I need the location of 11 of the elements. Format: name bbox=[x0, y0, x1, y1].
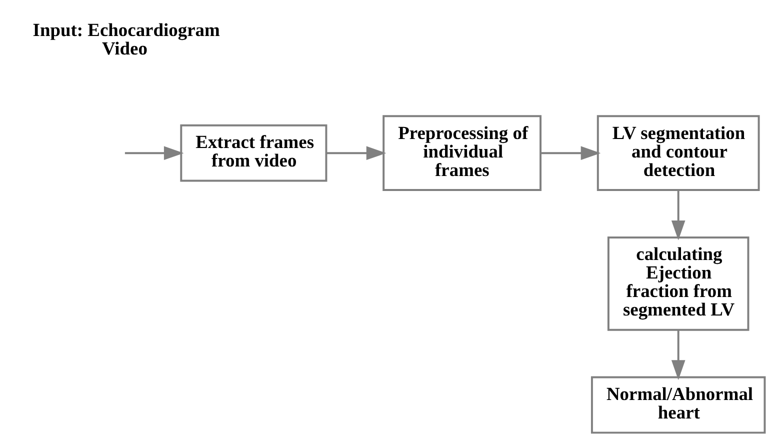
node-box: LV segmentation and contour detection bbox=[596, 115, 760, 192]
arrow bbox=[671, 330, 686, 380]
node-box: Normal/Abnormal heart bbox=[590, 376, 766, 434]
node-box: calculating Ejection fraction from segmented LV bbox=[607, 236, 750, 331]
arrow bbox=[124, 146, 184, 160]
arrow bbox=[540, 146, 601, 160]
arrow bbox=[671, 190, 686, 240]
node-box: Extract frames from video bbox=[180, 124, 328, 182]
node-box: Preprocessing of individual frames bbox=[382, 115, 542, 192]
label: Input: Echocardiogram Video bbox=[32, 20, 220, 58]
arrow bbox=[326, 146, 386, 160]
